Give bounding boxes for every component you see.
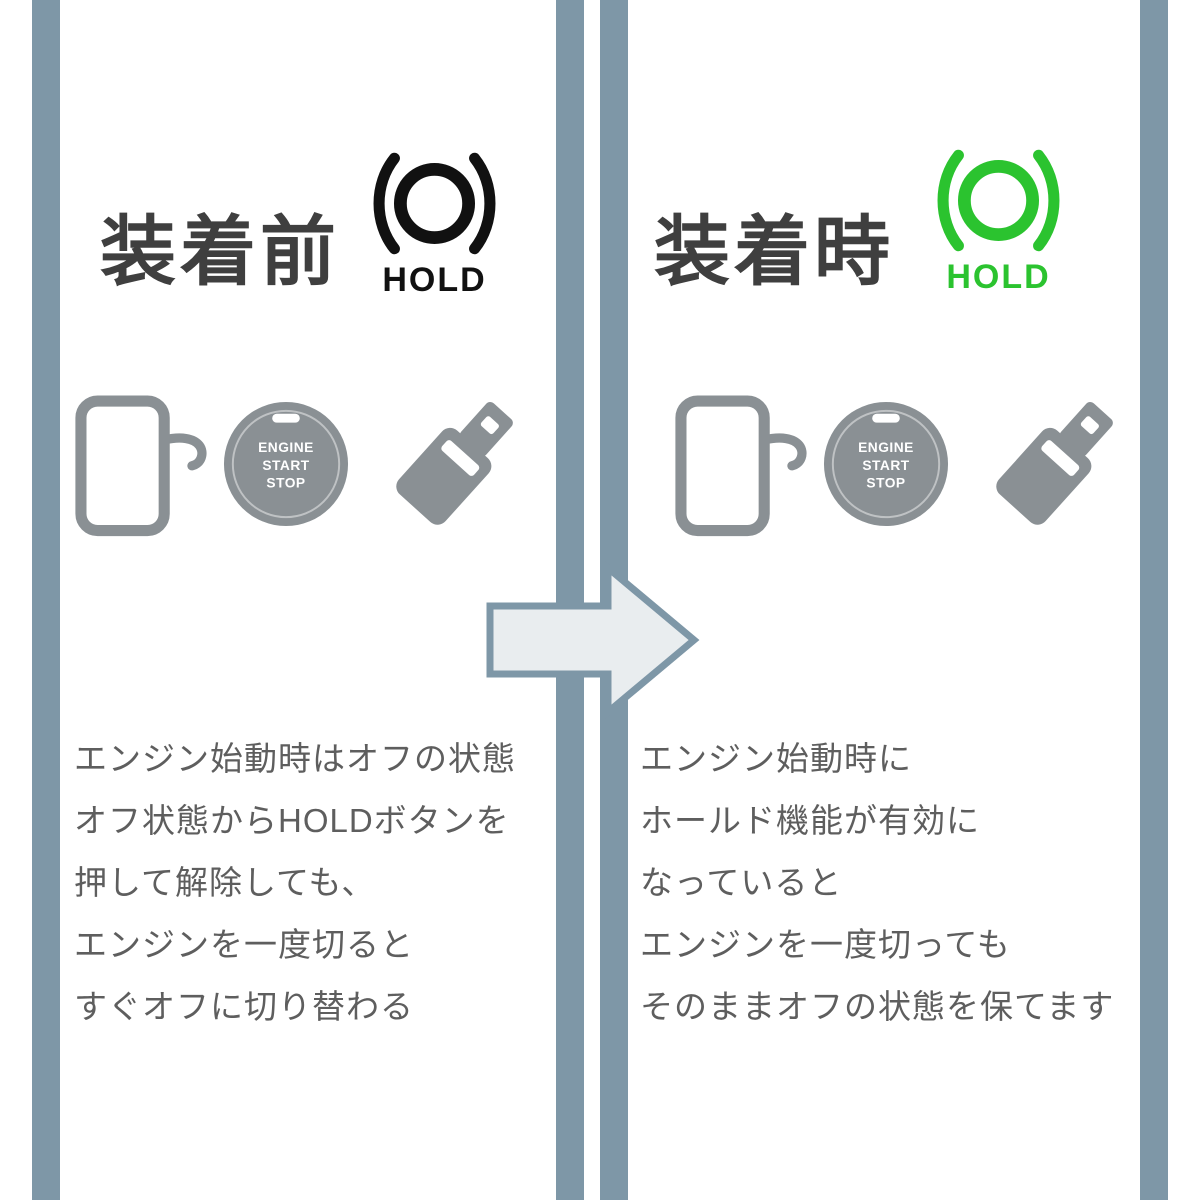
description-line: エンジン始動時はオフの状態 [74,740,516,777]
description-line: そのままオフの状態を保てます [640,988,1115,1025]
description-line: エンジン始動時に [640,740,912,777]
hold-label: HOLD [946,258,1051,296]
description-line: エンジンを一度切ると [74,926,414,963]
before-heading: 装着前 [100,210,340,295]
description-line: すぐオフに切り替わる [74,988,414,1025]
seatbelt-buckle-icon [978,380,1130,550]
before-description: エンジン始動時はオフの状態 オフ状態からHOLDボタンを 押して解除しても、 エ… [74,728,516,1038]
description-line: オフ状態からHOLDボタンを [74,802,510,839]
engine-button-line1: ENGINE [858,440,914,455]
description-line: エンジンを一度切っても [640,926,1011,963]
brake-hold-indicator-on-icon: HOLD [926,145,1071,297]
brake-hold-indicator-off-icon: HOLD [362,148,507,300]
after-heading: 装着時 [654,210,894,295]
transition-arrow-icon [486,560,701,725]
engine-start-stop-button-icon: ENGINE START STOP [222,400,350,528]
divider-stripe-far-left [32,0,60,1200]
before-panel: 装着前 HOLD ENGINE START STOP [62,0,556,1200]
description-line: ホールド機能が有効に [640,802,980,839]
kit-module-cable-icon [668,386,816,553]
engine-start-stop-button-icon: ENGINE START STOP [822,400,950,528]
kit-module-cable-icon [68,386,216,553]
after-panel: 装着時 HOLD ENGINE START STOP [630,0,1140,1200]
divider-stripe-middle-left [556,0,584,1200]
engine-button-line1: ENGINE [258,440,314,455]
description-line: なっていると [640,864,843,901]
description-line: 押して解除しても、 [74,864,376,901]
hold-label: HOLD [382,261,487,299]
engine-button-line2: START [862,458,909,473]
engine-button-line3: STOP [266,476,305,491]
engine-button-line3: STOP [866,476,905,491]
engine-button-line2: START [262,458,309,473]
brake-hold-rings-icon [937,149,1060,252]
brake-hold-rings-icon [373,152,496,255]
divider-stripe-far-right [1140,0,1168,1200]
after-description: エンジン始動時に ホールド機能が有効に なっていると エンジンを一度切っても そ… [640,728,1114,1038]
seatbelt-buckle-icon [378,380,530,550]
